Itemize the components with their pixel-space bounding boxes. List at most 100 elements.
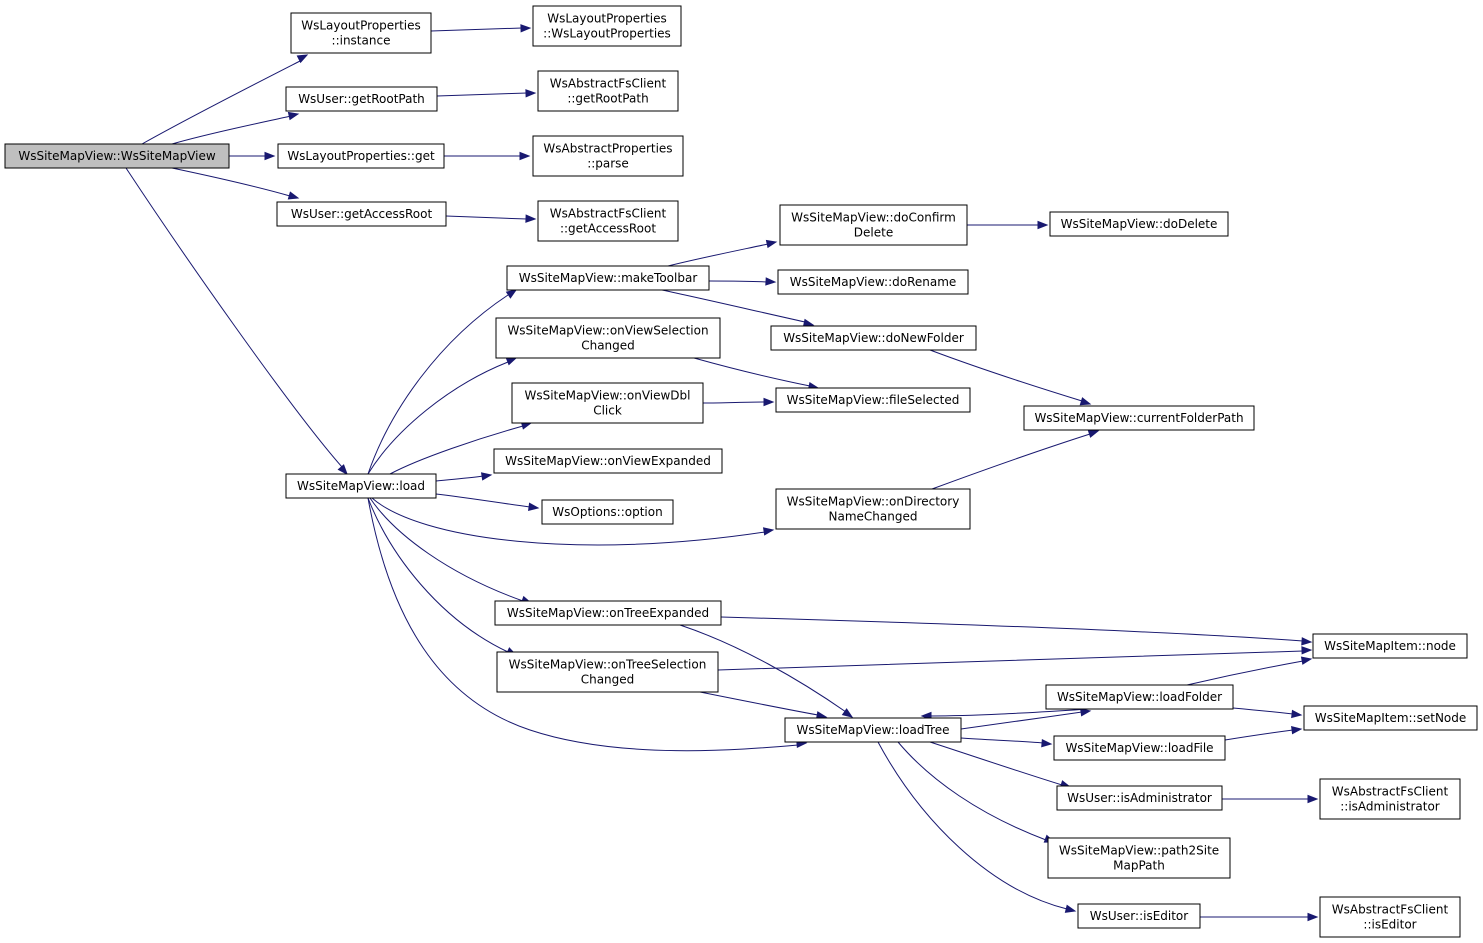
node-label: WsSiteMapView::onTreeSelection	[509, 658, 707, 672]
node-label: WsSiteMapView::onViewExpanded	[505, 454, 711, 468]
node-setNode[interactable]: WsSiteMapItem::setNode	[1303, 705, 1478, 731]
edge-getRootPath-to-fsGetRootPath	[436, 89, 537, 98]
node-label: WsUser::isAdministrator	[1067, 791, 1212, 805]
arrow-head	[765, 277, 777, 286]
node-layoutGet[interactable]: WsLayoutProperties::get	[277, 143, 445, 169]
node-label: WsSiteMapView::load	[297, 479, 425, 493]
node-box	[1077, 903, 1201, 929]
node-label: WsSiteMapView::makeToolbar	[519, 271, 698, 285]
edge-onViewDblClick-to-fileSelected	[702, 397, 775, 407]
node-label: MapPath	[1113, 859, 1165, 873]
arrow-head	[1300, 656, 1313, 665]
node-box	[285, 86, 438, 112]
node-fileSelected[interactable]: WsSiteMapView::fileSelected	[775, 387, 971, 413]
node-isEditor[interactable]: WsUser::isEditor	[1077, 903, 1201, 929]
node-makeToolbar[interactable]: WsSiteMapView::makeToolbar	[506, 265, 710, 291]
node-box	[506, 265, 710, 291]
edge-load-to-onDirectoryNameChanged	[371, 497, 775, 546]
edge-layoutInstance-to-layoutCtor	[430, 24, 532, 33]
node-getAccessRoot[interactable]: WsUser::getAccessRoot	[276, 201, 447, 227]
arrow-head	[1087, 429, 1100, 438]
edge-load-to-onViewExpanded	[435, 472, 493, 482]
node-label: WsAbstractFsClient	[1332, 785, 1449, 799]
node-layoutInstance[interactable]: WsLayoutProperties::instance	[290, 12, 432, 54]
edge-onTreeSelectionChanged-to-loadTree	[699, 691, 828, 720]
node-root[interactable]: WsSiteMapView::WsSiteMapView	[4, 143, 230, 169]
edge-line	[171, 115, 292, 145]
node-itemNode[interactable]: WsSiteMapItem::node	[1312, 633, 1468, 659]
node-label: Changed	[581, 673, 635, 687]
node-isAdministrator[interactable]: WsUser::isAdministrator	[1056, 785, 1223, 811]
node-layoutCtor[interactable]: WsLayoutProperties::WsLayoutProperties	[532, 5, 682, 47]
edge-makeToolbar-to-doRename	[708, 277, 777, 286]
node-doNewFolder[interactable]: WsSiteMapView::doNewFolder	[770, 325, 977, 351]
node-label: WsSiteMapView::doConfirm	[791, 211, 956, 225]
node-box	[1023, 405, 1255, 431]
arrow-head	[841, 708, 854, 718]
node-fsIsAdministrator[interactable]: WsAbstractFsClient::isAdministrator	[1319, 778, 1461, 820]
arrow-head	[1291, 726, 1303, 735]
arrow-head	[1064, 904, 1077, 913]
node-onTreeExpanded[interactable]: WsSiteMapView::onTreeExpanded	[494, 600, 722, 626]
edge-loadFolder-to-itemNode	[1186, 656, 1313, 686]
node-getRootPath[interactable]: WsUser::getRootPath	[285, 86, 438, 112]
arrow-head	[337, 464, 348, 476]
arrow-head	[296, 54, 309, 64]
node-label: WsLayoutProperties	[301, 19, 421, 33]
edge-onViewSelectionChanged-to-fileSelected	[693, 357, 820, 391]
edge-line	[367, 497, 799, 752]
node-option[interactable]: WsOptions::option	[541, 499, 674, 525]
node-currentFolderPath[interactable]: WsSiteMapView::currentFolderPath	[1023, 405, 1255, 431]
edge-line	[430, 27, 523, 32]
edge-loadTree-to-loadFolder	[960, 708, 1092, 730]
node-box	[1319, 778, 1461, 820]
edge-line	[702, 401, 766, 404]
edge-line	[667, 243, 769, 267]
node-loadFolder[interactable]: WsSiteMapView::loadFolder	[1045, 684, 1234, 710]
edge-load-to-option	[435, 493, 540, 511]
edge-makeToolbar-to-doNewFolder	[661, 289, 815, 328]
edge-isEditor-to-fsIsEditor	[1200, 912, 1319, 922]
node-label: WsAbstractFsClient	[550, 77, 667, 91]
edge-root-to-layoutInstance	[141, 54, 309, 145]
node-box	[276, 201, 447, 227]
arrow-head	[1307, 794, 1319, 804]
edge-doConfirmDelete-to-doDelete	[967, 220, 1049, 230]
node-label: WsLayoutProperties::get	[287, 149, 435, 163]
node-box	[1303, 705, 1478, 731]
edge-doNewFolder-to-currentFolderPath	[929, 349, 1092, 406]
node-propsParse[interactable]: WsAbstractProperties::parse	[532, 135, 684, 177]
node-fsIsEditor[interactable]: WsAbstractFsClient::isEditor	[1319, 896, 1461, 938]
node-loadFile[interactable]: WsSiteMapView::loadFile	[1053, 735, 1226, 761]
node-loadTree[interactable]: WsSiteMapView::loadTree	[784, 717, 962, 743]
node-fsGetRootPath[interactable]: WsAbstractFsClient::getRootPath	[537, 70, 679, 112]
edge-line	[1186, 660, 1304, 686]
node-box	[777, 269, 969, 295]
node-label: NameChanged	[829, 510, 918, 524]
edge-line	[929, 708, 1091, 717]
node-load[interactable]: WsSiteMapView::load	[285, 473, 437, 499]
node-label: Changed	[581, 339, 635, 353]
edge-makeToolbar-to-doConfirmDelete	[667, 239, 778, 267]
arrow-head	[1037, 220, 1049, 230]
node-label: ::isAdministrator	[1340, 800, 1440, 814]
node-onViewExpanded[interactable]: WsSiteMapView::onViewExpanded	[493, 448, 723, 474]
node-label: WsSiteMapView::onViewSelection	[507, 324, 708, 338]
node-label: WsAbstractFsClient	[550, 207, 667, 221]
edge-line	[717, 650, 1304, 671]
arrow-head	[1041, 738, 1053, 748]
node-label: WsSiteMapView::path2Site	[1059, 844, 1219, 858]
node-doRename[interactable]: WsSiteMapView::doRename	[777, 269, 969, 295]
node-label: WsSiteMapView::loadFolder	[1057, 690, 1222, 704]
edge-isAdministrator-to-fsIsAdministrator	[1222, 794, 1319, 804]
node-fsGetAccessRoot[interactable]: WsAbstractFsClient::getAccessRoot	[537, 200, 679, 242]
node-doDelete[interactable]: WsSiteMapView::doDelete	[1049, 211, 1229, 237]
node-label: ::parse	[587, 157, 629, 171]
edge-load-to-onTreeExpanded	[369, 497, 533, 604]
